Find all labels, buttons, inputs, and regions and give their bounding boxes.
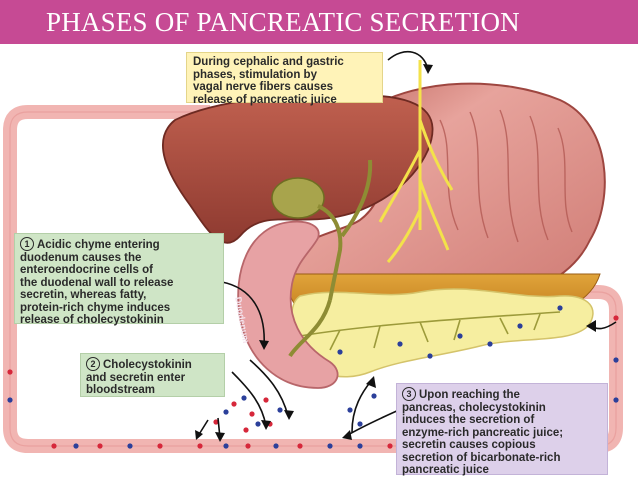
callout-line: induces the secretion of	[402, 414, 535, 426]
callout-line: Cholecystokinin	[103, 359, 192, 371]
callout-line: vagal nerve fibers causes	[193, 81, 333, 93]
callout-line: and secretin enter	[86, 371, 186, 384]
cholecystokinin-dots	[7, 305, 619, 449]
callout-line: phases, stimulation by	[193, 68, 317, 81]
callout-line: enzyme-rich pancreatic juice;	[402, 426, 564, 439]
callout-line: Upon reaching the	[419, 389, 520, 401]
digestive-organs-illustration	[3, 50, 623, 453]
blood-vessel	[3, 105, 623, 453]
pancreatic-duct	[299, 311, 561, 351]
callout-line: secretin, whereas fatty,	[20, 289, 147, 301]
gallbladder	[271, 159, 373, 358]
callout-vagal-stimulation: During cephalic and gastric phases, stim…	[186, 52, 383, 106]
callout-line: release of cholecystokinin	[20, 314, 164, 326]
step-number-badge: 2	[86, 357, 100, 371]
arrow-step2a	[249, 359, 289, 417]
page-title: PHASES OF PANCREATIC SECRETION	[46, 6, 520, 37]
callout-line: During cephalic and gastric	[193, 56, 344, 68]
callout-line: Acidic chyme entering	[37, 239, 160, 251]
callout-line: protein-rich chyme induces	[20, 301, 171, 314]
arrow-vagal	[387, 50, 429, 71]
arrowheads	[195, 64, 596, 442]
callout-line: bloodstream	[86, 384, 156, 396]
hormone-molecules	[7, 305, 619, 449]
secretin-dots	[7, 315, 619, 449]
step-number-badge: 3	[402, 387, 416, 401]
callout-line: duodenum causes the	[20, 251, 142, 264]
arrow-step1	[221, 281, 265, 347]
callout-line: release of pancreatic juice	[193, 93, 337, 106]
callout-line: the duodenal wall to release	[20, 276, 174, 289]
stomach-rugae	[439, 109, 573, 243]
callout-line: secretion of bicarbonate-rich	[402, 451, 561, 464]
step-number-badge: 1	[20, 237, 34, 251]
vagal-nerve	[378, 60, 454, 263]
callout-line: enteroendocrine cells of	[20, 264, 153, 276]
callout-line: secretin causes copious	[402, 439, 536, 451]
callout-line: pancreas, cholecystokinin	[402, 401, 546, 414]
title-bar: PHASES OF PANCREATIC SECRETION	[0, 0, 638, 44]
arrow-step2b	[231, 371, 267, 427]
callout-line: pancreatic juice	[402, 464, 489, 476]
pancreas	[290, 288, 594, 378]
